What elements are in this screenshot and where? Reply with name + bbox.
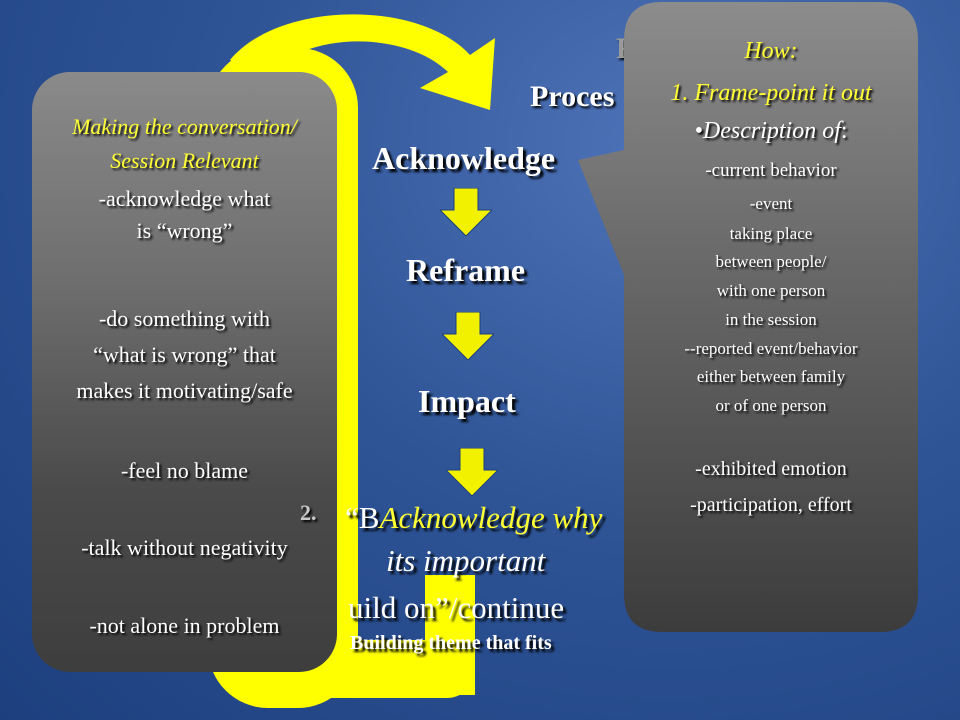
ghost-number: 2. — [300, 500, 317, 525]
right-line: or of one person — [715, 396, 827, 415]
step-reframe: Reframe — [406, 252, 526, 288]
final-step-line-2: its important — [386, 543, 546, 578]
right-line: -current behavior — [705, 160, 837, 181]
right-emotion: -exhibited emotion — [695, 458, 847, 480]
title-line-2: Proces — [530, 80, 615, 113]
loop-arrow-head-top — [230, 14, 495, 110]
right-line: either between family — [696, 367, 846, 386]
right-line: taking place — [729, 224, 813, 243]
left-heading-2: Session Relevant — [110, 148, 259, 173]
right-participation: -participation, effort — [690, 494, 852, 516]
right-line: with one person — [716, 281, 826, 300]
right-point-1: 1. Frame-point it out — [670, 80, 872, 106]
left-item: -feel no blame — [120, 458, 249, 483]
right-line: in the session — [725, 310, 817, 329]
left-item: “what is wrong” that — [93, 342, 276, 367]
right-description: •Description of: — [694, 118, 848, 144]
step-acknowledge: Acknowledge — [372, 140, 556, 176]
left-heading-1: Making the conversation/ — [72, 114, 297, 139]
left-item: -do something with — [98, 306, 271, 331]
left-item: -acknowledge what — [98, 186, 271, 211]
final-step-line-3: uild on”/continue — [348, 590, 565, 625]
right-line: --reported event/behavior — [684, 339, 858, 358]
right-line: between people/ — [715, 252, 827, 271]
left-item: is “wrong” — [136, 218, 233, 243]
final-step-line-4: Building theme that fits — [350, 632, 552, 654]
left-item: makes it motivating/safe — [76, 378, 293, 403]
right-how: How: — [744, 38, 798, 64]
down-arrow-icon — [446, 448, 498, 496]
right-line: -event — [749, 194, 793, 213]
down-arrow-icon — [442, 312, 494, 360]
final-step-line-1: “BAcknowledge why — [345, 500, 603, 535]
left-panel — [32, 72, 337, 672]
left-item: -talk without negativity — [81, 535, 288, 560]
left-item: -not alone in problem — [89, 613, 280, 638]
step-impact: Impact — [418, 383, 516, 419]
down-arrow-icon — [440, 188, 492, 236]
